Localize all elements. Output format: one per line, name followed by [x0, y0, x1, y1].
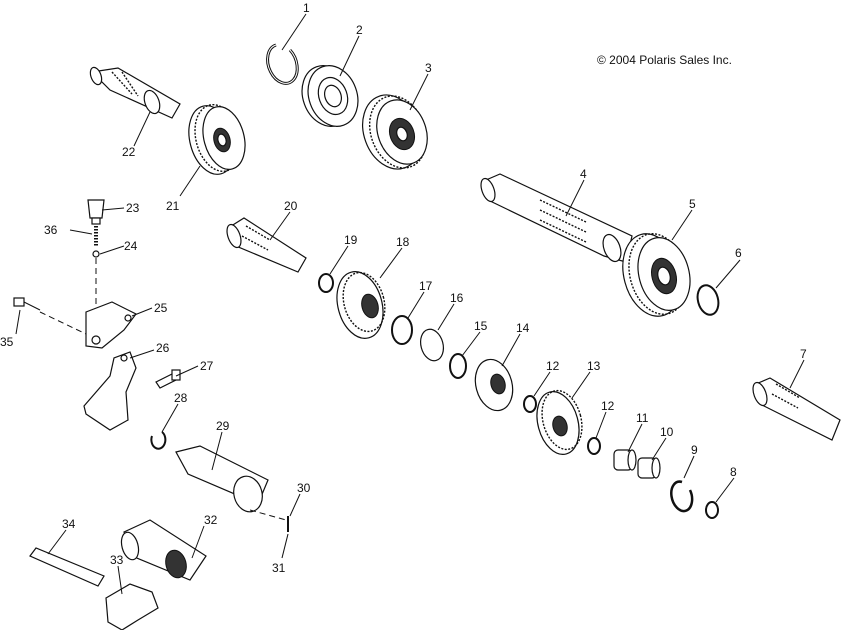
part-17-bearing: [391, 315, 413, 345]
part-8-washer: [705, 501, 719, 519]
callout-30: 30: [297, 481, 311, 495]
part-23-detent-plug: [87, 199, 105, 225]
callout-2: 2: [356, 23, 363, 37]
part-16-washer: [419, 328, 445, 362]
callout-29: 29: [216, 419, 230, 433]
callout-25: 25: [154, 301, 168, 315]
callout-16: 16: [450, 291, 464, 305]
part-7-output-shaft: [752, 377, 841, 441]
callout-21: 21: [166, 199, 180, 213]
callout-15: 15: [474, 319, 488, 333]
callout-18: 18: [396, 235, 410, 249]
callout-12-upper: 12: [546, 359, 560, 373]
callout-24: 24: [124, 239, 138, 253]
leader-lines: [15, 13, 805, 595]
callout-28: 28: [174, 391, 188, 405]
part-2-bearing: [301, 65, 359, 127]
callout-34: 34: [62, 517, 76, 531]
part-35-bolt: [13, 297, 87, 335]
part-12-washer-a: [523, 395, 537, 413]
part-32-shift-drum: [120, 519, 207, 581]
callout-9: 9: [691, 443, 698, 457]
callout-36: 36: [44, 223, 58, 237]
part-6-washer: [696, 284, 720, 316]
callout-6: 6: [735, 246, 742, 260]
callout-14: 14: [516, 321, 530, 335]
callout-19: 19: [344, 233, 358, 247]
callout-4: 4: [580, 167, 587, 181]
part-28-clip: [150, 431, 167, 450]
part-21-gear: [188, 103, 246, 175]
part-19-washer: [318, 273, 334, 293]
callout-5: 5: [689, 197, 696, 211]
part-30-pin: [249, 509, 289, 532]
callout-32: 32: [204, 513, 218, 527]
part-15-washer: [449, 353, 467, 379]
callout-27: 27: [200, 359, 214, 373]
part-27-bolt: [155, 369, 181, 389]
callout-3: 3: [425, 61, 432, 75]
part-26-shift-lever: [83, 351, 137, 431]
callout-23: 23: [126, 201, 140, 215]
part-11-bushing: [613, 449, 637, 471]
part-3-gear: [362, 94, 428, 170]
part-24-ball: [92, 250, 100, 258]
part-20-shaft: [226, 217, 307, 273]
callout-17: 17: [419, 279, 433, 293]
callout-26: 26: [156, 341, 170, 355]
callout-8: 8: [730, 465, 737, 479]
copyright-text: © 2004 Polaris Sales Inc.: [597, 53, 732, 67]
part-13-gear: [536, 389, 583, 455]
part-10-bushing: [637, 457, 661, 479]
part-33-shift-fork: [105, 583, 159, 630]
callout-31: 31: [272, 561, 286, 575]
callout-20: 20: [284, 199, 298, 213]
part-4-main-shaft: [480, 173, 633, 263]
part-12-washer-b: [587, 437, 601, 455]
part-1-snap-ring: [266, 43, 299, 85]
callout-13: 13: [587, 359, 601, 373]
part-18-gear: [336, 271, 386, 339]
callout-22: 22: [122, 145, 136, 159]
part-29-shift-shaft: [175, 445, 269, 513]
callout-7: 7: [800, 347, 807, 361]
callout-11: 11: [636, 411, 649, 425]
part-14-engagement-dog: [474, 358, 514, 412]
part-9-snap-ring: [670, 480, 694, 513]
callout-labels: 1 2 3 4 5 6 7 8 9 10 11 12 12 13 14 15 1…: [0, 1, 807, 575]
part-34-rod: [29, 547, 105, 587]
part-5-gear: [622, 233, 691, 317]
callout-10: 10: [660, 425, 674, 439]
part-25-bracket: [85, 301, 137, 349]
callout-1: 1: [303, 1, 310, 15]
part-22-shaft: [89, 66, 181, 119]
callout-12-lower: 12: [601, 399, 615, 413]
callout-33: 33: [110, 553, 124, 567]
callout-35: 35: [0, 335, 14, 349]
